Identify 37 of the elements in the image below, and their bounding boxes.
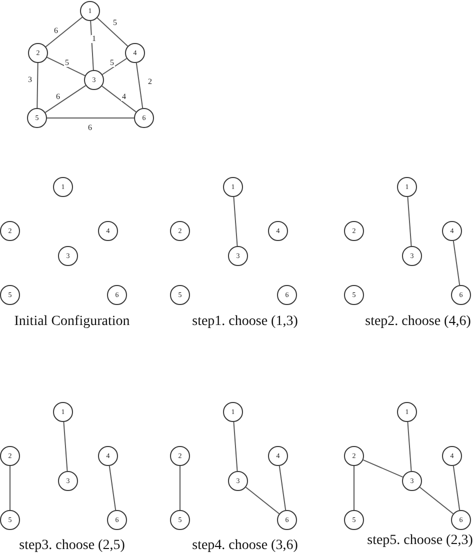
edge-line [362,459,404,478]
edge-label: 2 [147,78,153,86]
edge-line [46,56,86,76]
edge-line [96,17,128,47]
step-caption: step1. choose (1,3) [192,314,298,330]
edge-line [63,421,68,472]
edge-label: 4 [121,93,127,101]
edge-line [108,465,116,511]
edge-line [45,16,83,48]
step-caption: step4. choose (3,6) [192,538,298,554]
edge-label: 3 [27,76,33,84]
edge-line [407,196,412,247]
edge-label: 6 [53,27,59,35]
edge-line [452,465,460,511]
edge-line [278,465,286,511]
edge-line [245,486,280,514]
step-caption: step5. choose (2,3) [367,533,473,549]
edge-line [233,196,238,247]
edge-line [407,421,412,472]
edge-label: 5 [109,59,115,67]
edge-line [90,20,94,71]
edge-label: 5 [112,19,118,27]
edge-label: 6 [87,124,93,132]
edge-line [102,58,128,75]
edge-line [233,421,238,472]
edge-line [36,62,38,108]
edge-line [44,85,86,113]
step-caption: step3. choose (2,5) [19,538,125,554]
edge-line [101,86,137,112]
edge-line [419,486,454,514]
edge-label: 6 [55,93,61,101]
edge-line [452,240,460,286]
step-caption: step2. choose (4,6) [365,314,471,330]
edge-label: 1 [91,35,97,43]
edge-line [136,62,144,109]
edge-label: 5 [64,59,70,67]
step-caption: Initial Configuration [14,314,130,330]
